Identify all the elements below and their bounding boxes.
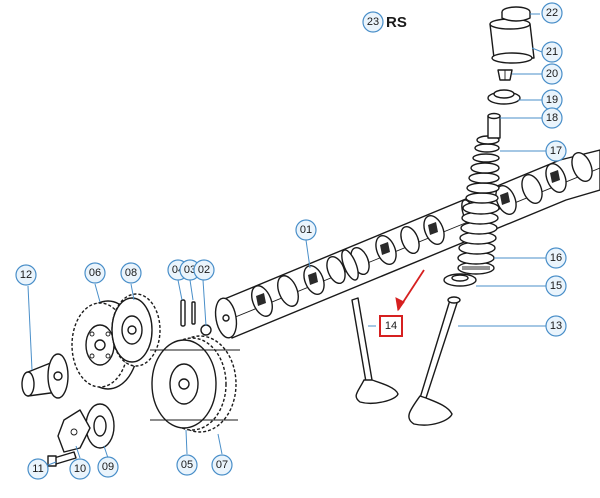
callout-17: 17 [545, 140, 567, 162]
callout-07: 07 [211, 454, 233, 476]
svg-text:21: 21 [546, 46, 558, 58]
rs-label: RS [386, 14, 407, 31]
camshaft [214, 149, 600, 339]
callout-13: 13 [545, 315, 567, 337]
callout-23: 23 [362, 11, 384, 33]
svg-text:09: 09 [102, 461, 114, 473]
pins [180, 299, 212, 336]
keepers-20 [497, 69, 513, 81]
callout-10: 10 [69, 458, 91, 480]
svg-text:08: 08 [125, 267, 137, 279]
callout-22: 22 [541, 2, 563, 24]
spring-seat-15 [443, 273, 477, 287]
leader-lines [27, 13, 546, 466]
hub-12 [21, 353, 69, 399]
callout-09: 09 [97, 456, 119, 478]
plate-10 [57, 409, 91, 453]
shim-22 [501, 6, 531, 22]
valve-guide-18 [487, 112, 501, 139]
valve-13 [408, 296, 461, 426]
sprocket-05-07 [150, 335, 240, 433]
callout-11: 11 [27, 458, 49, 480]
retainer-19 [487, 89, 521, 105]
svg-text:22: 22 [546, 7, 558, 19]
svg-text:13: 13 [550, 320, 562, 332]
washer-09 [85, 403, 115, 449]
callout-19: 19 [541, 89, 563, 111]
svg-text:02: 02 [198, 264, 210, 276]
svg-text:03: 03 [184, 264, 196, 276]
svg-text:19: 19 [546, 94, 558, 106]
svg-text:06: 06 [89, 267, 101, 279]
svg-text:01: 01 [300, 224, 312, 236]
callout-21: 21 [541, 41, 563, 63]
svg-text:18: 18 [546, 112, 558, 124]
svg-text:14: 14 [385, 320, 397, 332]
svg-text:15: 15 [550, 280, 562, 292]
callout-05: 05 [176, 454, 198, 476]
callout-20: 20 [541, 63, 563, 85]
svg-text:16: 16 [550, 252, 562, 264]
callout-14-highlighted: 14 [379, 315, 403, 337]
highlight-arrow [395, 269, 425, 312]
svg-text:20: 20 [546, 68, 558, 80]
sprocket-08 [111, 293, 161, 367]
valve-14 [351, 297, 399, 404]
tappet-21 [489, 18, 535, 64]
svg-text:10: 10 [74, 463, 86, 475]
valve-springs [457, 135, 500, 275]
callout-08: 08 [120, 262, 142, 284]
callout-12: 12 [15, 264, 37, 286]
callout-02: 02 [193, 259, 215, 281]
svg-text:23: 23 [367, 16, 379, 28]
svg-text:17: 17 [550, 145, 562, 157]
callout-01: 01 [295, 219, 317, 241]
callout-15: 15 [545, 275, 567, 297]
callout-16: 16 [545, 247, 567, 269]
svg-text:07: 07 [216, 459, 228, 471]
svg-text:05: 05 [181, 459, 193, 471]
callout-06: 06 [84, 262, 106, 284]
svg-text:12: 12 [20, 269, 32, 281]
svg-text:11: 11 [32, 463, 43, 475]
callout-18: 18 [541, 107, 563, 129]
